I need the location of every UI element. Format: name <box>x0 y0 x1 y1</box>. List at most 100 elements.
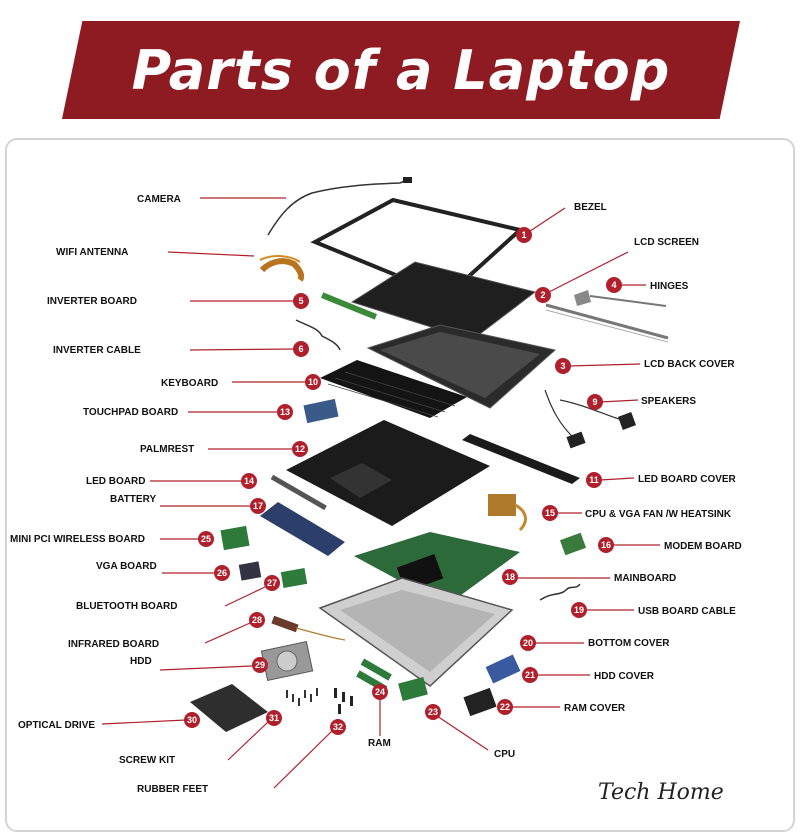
label-palmrest: PALMREST <box>140 444 194 455</box>
keyboard-keys <box>327 371 456 418</box>
hdd-cover-shape <box>485 654 521 684</box>
camera-module-shape <box>403 177 412 183</box>
led-board-cover-shape <box>462 434 580 484</box>
callouts <box>101 197 660 789</box>
marker-5: 5 <box>293 293 309 309</box>
marker-22: 22 <box>497 699 513 715</box>
leader-screw-kit <box>227 721 269 761</box>
label-inverter-cable: INVERTER CABLE <box>53 345 141 356</box>
label-keyboard: KEYBOARD <box>161 378 218 389</box>
marker-28: 28 <box>249 612 265 628</box>
svg-text:22: 22 <box>500 702 510 712</box>
marker-9: 9 <box>587 394 603 410</box>
marker-32: 32 <box>330 719 346 735</box>
speaker-left-shape <box>566 431 586 449</box>
marker-31: 31 <box>266 710 282 726</box>
labels: CAMERA BEZEL WIFI ANTENNA LCD SCREEN HIN… <box>10 194 742 795</box>
wifi-antenna-wire <box>259 255 301 263</box>
label-optical-drive: OPTICAL DRIVE <box>18 720 95 731</box>
svg-text:21: 21 <box>525 670 535 680</box>
label-lcd-screen: LCD SCREEN <box>634 237 699 248</box>
marker-17: 17 <box>250 498 266 514</box>
hinge-rail-3 <box>545 309 669 343</box>
marker-24: 24 <box>372 684 388 700</box>
label-mainboard: MAINBOARD <box>614 573 676 584</box>
label-touchpad-board: TOUCHPAD BOARD <box>83 407 178 418</box>
markers: 1 2 3 4 5 6 9 10 11 12 13 14 15 16 17 18… <box>184 227 622 735</box>
title-banner: Parts of a Laptop <box>62 21 740 119</box>
marker-23: 23 <box>425 704 441 720</box>
page-title: Parts of a Laptop <box>131 38 671 102</box>
infrared-cable <box>295 627 346 641</box>
label-bottom-cover: BOTTOM COVER <box>588 638 670 649</box>
svg-text:17: 17 <box>253 501 263 511</box>
marker-20: 20 <box>520 635 536 651</box>
svg-text:3: 3 <box>560 361 565 371</box>
cpu-fan-shape <box>488 494 516 516</box>
leader-lcd-back <box>567 363 641 367</box>
palmrest-shape <box>286 420 490 526</box>
label-hdd-cover: HDD COVER <box>594 671 655 682</box>
svg-text:14: 14 <box>244 476 254 486</box>
label-usb-board-cable: USB BOARD CABLE <box>638 606 736 617</box>
marker-21: 21 <box>522 667 538 683</box>
label-lcd-back-cover: LCD BACK COVER <box>644 359 735 370</box>
marker-27: 27 <box>264 575 280 591</box>
label-inverter-board: INVERTER BOARD <box>47 296 137 307</box>
label-ram-cover: RAM COVER <box>564 703 626 714</box>
rubber-feet-shape <box>334 688 353 714</box>
svg-text:4: 4 <box>611 280 616 290</box>
label-battery: BATTERY <box>110 494 156 505</box>
svg-text:32: 32 <box>333 722 343 732</box>
marker-10: 10 <box>305 374 321 390</box>
svg-text:23: 23 <box>428 707 438 717</box>
svg-text:16: 16 <box>601 540 611 550</box>
hinge-rail-2 <box>545 303 669 340</box>
ram-stick-1-shape <box>360 658 392 681</box>
leader-cpu <box>433 713 489 751</box>
leader-optical <box>101 719 187 725</box>
leader-inverter-cable <box>189 348 297 351</box>
led-board-shape <box>270 474 327 511</box>
label-bezel: BEZEL <box>574 202 607 213</box>
marker-26: 26 <box>214 565 230 581</box>
hinge-rail-1 <box>589 295 667 307</box>
svg-text:24: 24 <box>375 687 385 697</box>
label-mini-pci: MINI PCI WIRELESS BOARD <box>10 534 145 545</box>
label-speakers: SPEAKERS <box>641 396 696 407</box>
inverter-cable-shape <box>295 319 341 351</box>
svg-text:1: 1 <box>521 230 526 240</box>
marker-25: 25 <box>198 531 214 547</box>
svg-text:20: 20 <box>523 638 533 648</box>
label-cpu-vga-fan: CPU & VGA FAN /W HEATSINK <box>585 509 732 520</box>
svg-text:18: 18 <box>505 572 515 582</box>
label-vga-board: VGA BOARD <box>96 561 157 572</box>
marker-15: 15 <box>542 505 558 521</box>
svg-text:26: 26 <box>217 568 227 578</box>
marker-14: 14 <box>241 473 257 489</box>
vga-board-shape <box>238 561 262 581</box>
svg-text:2: 2 <box>540 290 545 300</box>
label-hdd: HDD <box>130 656 152 667</box>
label-screw-kit: SCREW KIT <box>119 755 175 766</box>
speaker-right-shape <box>618 412 636 430</box>
marker-3: 3 <box>555 358 571 374</box>
leader-speakers <box>599 399 639 403</box>
svg-text:28: 28 <box>252 615 262 625</box>
marker-18: 18 <box>502 569 518 585</box>
label-cpu: CPU <box>494 749 515 760</box>
ram-cover-shape <box>463 687 497 717</box>
label-led-board: LED BOARD <box>86 476 145 487</box>
label-infrared-board: INFRARED BOARD <box>68 639 159 650</box>
marker-19: 19 <box>571 602 587 618</box>
infrared-board-shape <box>271 615 299 633</box>
svg-text:25: 25 <box>201 534 211 544</box>
leader-bezel <box>523 207 566 236</box>
leader-lcd-screen <box>542 251 629 296</box>
label-ram: RAM <box>368 738 391 749</box>
wifi-antenna-shape <box>259 258 305 282</box>
svg-text:10: 10 <box>308 377 318 387</box>
leader-bluetooth <box>224 586 266 607</box>
optical-drive-shape <box>190 684 268 732</box>
